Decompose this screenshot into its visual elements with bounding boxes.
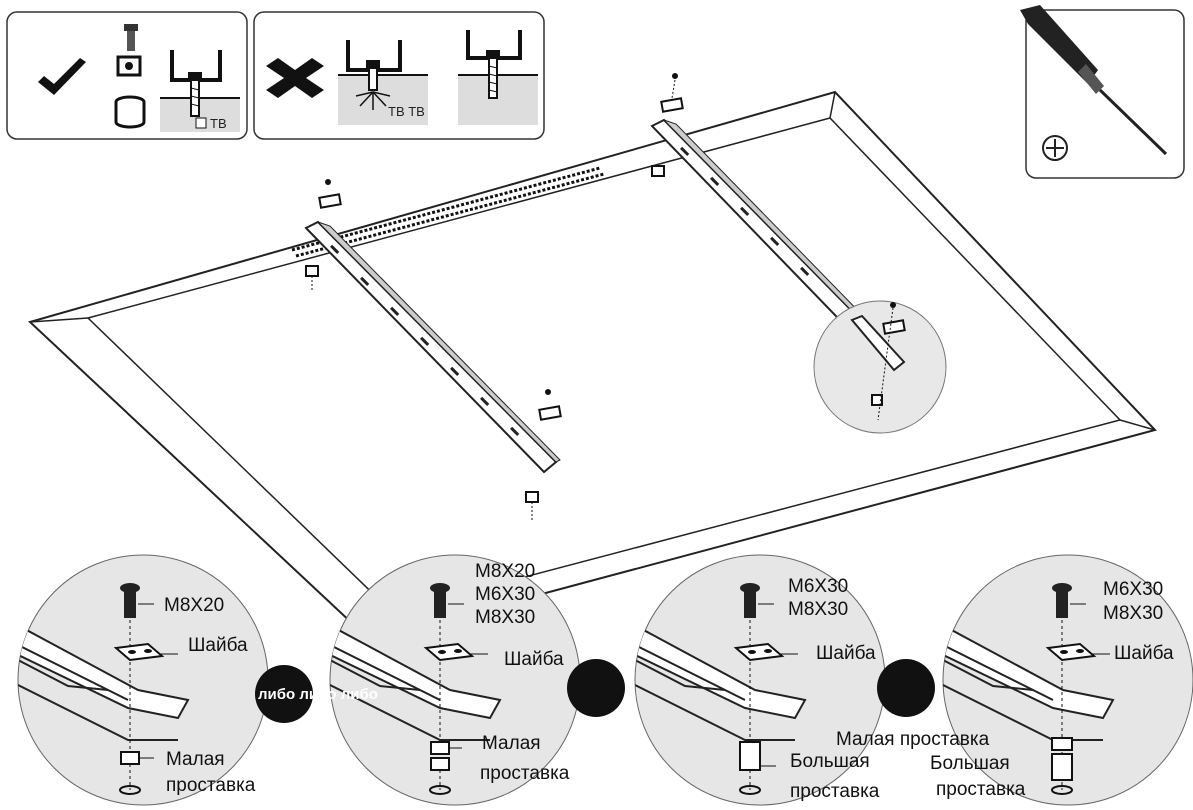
correct-install-panel: [6, 11, 248, 140]
wrong-tv-labels: ТВ ТВ: [388, 104, 425, 119]
detail-2-screw-label-3: M8X30: [475, 607, 536, 628]
detail-3-spacer-label-2: проставка: [790, 781, 880, 802]
detail-2-spacer-label-2: проставка: [480, 763, 570, 784]
detail-4-screw-label-1: M6X30: [1103, 579, 1164, 600]
washer-icon: [1045, 642, 1097, 662]
large-spacer-icon: [1051, 753, 1073, 781]
detail-3-screw-label-2: M8X30: [788, 599, 849, 620]
either-dot-1: [255, 665, 313, 723]
detail-2-screw-label-1: M8X20: [475, 561, 536, 582]
detail-1-spacer-label-2: проставка: [166, 775, 256, 796]
detail-3-screw-label-1: M6X30: [788, 576, 849, 597]
detail-2-spacer-label-1: Малая: [482, 733, 541, 754]
detail-4-washer-label: Шайба: [1114, 643, 1174, 664]
zoom-detail-circle: [813, 300, 947, 434]
detail-4-spacer-label-3: проставка: [936, 779, 1026, 800]
cross-icon: [266, 58, 324, 98]
detail-4-spacer-label-2: Большая: [930, 753, 1010, 774]
wrong-install-panel: [253, 11, 545, 140]
detail-circle-3: [634, 554, 886, 806]
left-mounting-bracket: [304, 179, 562, 522]
screwdriver-icon: [1020, 5, 1168, 156]
detail-circle-1: [17, 554, 269, 806]
detail-1-washer-label: Шайба: [188, 635, 248, 656]
checkmark-icon: [38, 58, 86, 95]
either-label: либо либо либо: [258, 686, 378, 703]
phillips-head-icon: [1042, 135, 1068, 161]
detail-1-screw-label: M8X20: [164, 595, 225, 616]
small-spacer-icon: [1051, 737, 1073, 751]
vent-slots: [291, 166, 605, 258]
washer-icon: [113, 642, 165, 662]
detail-4-spacer-label-1: Малая проставка: [836, 729, 990, 750]
large-spacer-icon: [739, 741, 761, 771]
right-mounting-bracket: [650, 73, 911, 378]
detail-circle-4: [942, 554, 1193, 806]
small-spacer-icon: [430, 741, 450, 755]
washer-icon: [733, 642, 785, 662]
detail-2-screw-label-2: M6X30: [475, 584, 536, 605]
washer-icon: [423, 642, 475, 662]
detail-circle-2: [329, 554, 581, 806]
detail-2-washer-label: Шайба: [504, 649, 564, 670]
either-dot-3: [877, 659, 935, 717]
detail-4-screw-label-2: M8X30: [1103, 603, 1164, 624]
small-spacer-icon: [120, 751, 140, 765]
tool-panel: [1020, 5, 1185, 179]
detail-3-washer-label: Шайба: [816, 643, 876, 664]
detail-1-spacer-label-1: Малая: [166, 749, 225, 770]
correct-tv-label: ТВ: [210, 116, 227, 131]
tv-back-panel: [28, 73, 1157, 642]
detail-3-spacer-label-1: Большая: [790, 751, 870, 772]
either-dot-2: [567, 659, 625, 717]
